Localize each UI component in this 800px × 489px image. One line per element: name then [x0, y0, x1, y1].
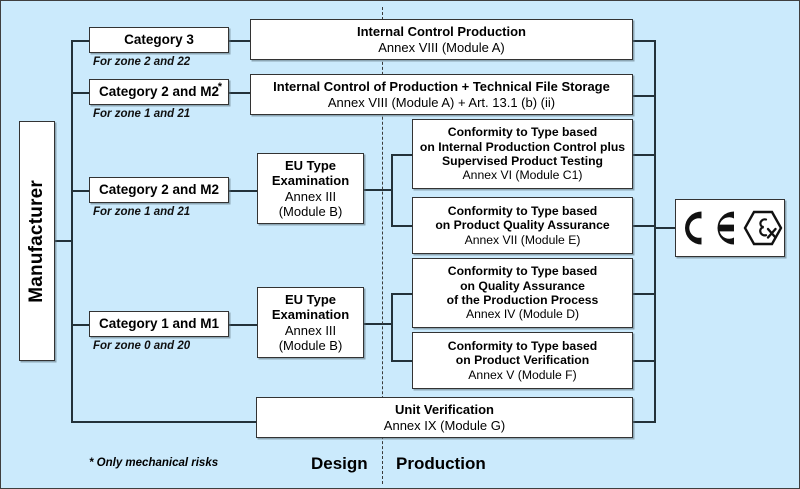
ce-mark-icon — [677, 208, 739, 248]
eu-type-line-1: EU Type — [284, 157, 337, 173]
conformity-line-1: Conformity to Type based — [447, 203, 598, 218]
connector-cat2m2b-to-eu-top — [229, 190, 258, 192]
connector-internal-control-to-bus — [632, 40, 656, 42]
connector-fork-to-conf-f — [391, 360, 413, 362]
conformity-line-2: on Internal Production Control plus — [419, 139, 626, 154]
conformity-line-2: on Product Quality Assurance — [435, 218, 610, 233]
eu-type-annex: Annex III — [284, 322, 337, 338]
eu-type-examination-box-upper[interactable]: EU Type Examination Annex III (Module B) — [257, 153, 364, 224]
module-box-unit-verification[interactable]: Unit Verification Annex IX (Module G) — [256, 397, 633, 438]
conformity-line-2: on Product Verification — [455, 353, 590, 368]
connector-eu-bottom-out — [363, 323, 391, 325]
category-zone-note: For zone 1 and 21 — [93, 108, 191, 120]
category-box-category-3[interactable]: Category 3 — [89, 27, 229, 53]
manufacturer-label: Manufacturer — [26, 179, 47, 303]
connector-conf-e-to-bus — [632, 225, 656, 227]
connector-manufacturer-out — [55, 240, 72, 242]
conformity-annex: Annex VII (Module E) — [464, 232, 581, 247]
connector-right-bus — [654, 40, 656, 422]
footnote-star-marker: * — [217, 81, 222, 93]
footnote-text: * Only mechanical risks — [89, 457, 219, 469]
connector-unit-verification-to-bus — [632, 421, 656, 423]
eu-type-line-2: Examination — [271, 307, 350, 323]
module-title: Internal Control Production — [357, 24, 526, 40]
eu-type-module: (Module B) — [278, 203, 343, 219]
connector-bus-to-cat2m2a — [71, 92, 90, 94]
eu-type-annex: Annex III — [284, 188, 337, 204]
category-zone-note: For zone 2 and 22 — [93, 56, 191, 68]
conformity-box-module-c1[interactable]: Conformity to Type based on Internal Pro… — [412, 119, 633, 189]
eu-type-module: (Module B) — [278, 337, 343, 353]
category-zone-note: For zone 1 and 21 — [93, 206, 191, 218]
connector-conf-c1-to-bus — [632, 154, 656, 156]
connector-left-bus — [71, 40, 73, 422]
connector-cat1m1-to-eu-bottom — [229, 324, 258, 326]
connector-fork-to-conf-e — [391, 225, 413, 227]
manufacturer-box[interactable]: Manufacturer — [19, 121, 55, 361]
module-title: Unit Verification — [395, 402, 494, 418]
conformity-line-1: Conformity to Type based — [447, 264, 598, 279]
category-zone-note: For zone 0 and 20 — [93, 340, 191, 352]
atex-ex-hexagon-icon — [743, 208, 783, 248]
module-annex: Annex IX (Module G) — [383, 417, 506, 433]
conformity-line-1: Conformity to Type based — [447, 125, 598, 140]
module-annex: Annex VIII (Module A) + Art. 13.1 (b) (i… — [327, 94, 556, 110]
connector-bus-to-cat1m1 — [71, 324, 90, 326]
connector-bus-to-cat3 — [71, 40, 90, 42]
category-label: Category 2 and M2 — [98, 84, 220, 100]
conformity-box-module-d[interactable]: Conformity to Type based on Quality Assu… — [412, 258, 633, 328]
connector-cat2m2a-to-internal-control-tech — [229, 92, 251, 94]
module-box-internal-control-production[interactable]: Internal Control Production Annex VIII (… — [250, 19, 633, 60]
connector-bus-to-unit-verification — [71, 421, 257, 423]
connector-internal-control-tech-to-bus — [632, 95, 656, 97]
module-box-internal-control-technical-file[interactable]: Internal Control of Production + Technic… — [250, 74, 633, 115]
connector-fork-to-conf-d — [391, 293, 413, 295]
module-title: Internal Control of Production + Technic… — [273, 79, 610, 95]
connector-bus-to-ce-mark — [654, 227, 677, 229]
connector-eu-top-fork — [391, 154, 393, 225]
conformity-box-module-f[interactable]: Conformity to Type based on Product Veri… — [412, 332, 633, 389]
category-label: Category 1 and M1 — [98, 316, 220, 332]
ce-ex-marking-box[interactable] — [675, 199, 785, 257]
conformity-line-3: of the Production Process — [446, 293, 599, 307]
connector-cat3-to-internal-control — [229, 40, 251, 42]
connector-bus-to-cat2m2b — [71, 190, 90, 192]
design-phase-label: Design — [311, 454, 368, 473]
category-label: Category 2 and M2 — [98, 182, 220, 198]
design-production-divider — [382, 7, 383, 484]
connector-conf-d-to-bus — [632, 293, 656, 295]
conformity-line-1: Conformity to Type based — [447, 338, 598, 353]
conformity-annex: Annex V (Module F) — [468, 367, 577, 382]
connector-eu-bottom-fork — [391, 293, 393, 361]
connector-fork-to-conf-c1 — [391, 154, 413, 156]
category-box-category-2-m2-lower[interactable]: Category 2 and M2 — [89, 177, 229, 203]
category-box-category-2-m2-upper[interactable]: Category 2 and M2 * — [89, 79, 229, 105]
conformity-annex: Annex IV (Module D) — [465, 307, 580, 322]
category-box-category-1-m1[interactable]: Category 1 and M1 — [89, 311, 229, 337]
category-label: Category 3 — [124, 32, 194, 48]
conformity-line-2: on Quality Assurance — [460, 278, 585, 293]
eu-type-examination-box-lower[interactable]: EU Type Examination Annex III (Module B) — [257, 287, 364, 358]
eu-type-line-1: EU Type — [284, 291, 337, 307]
conformity-line-3: Supervised Product Testing — [442, 154, 603, 168]
connector-eu-top-out — [363, 189, 391, 191]
production-phase-label: Production — [396, 454, 486, 473]
module-annex: Annex VIII (Module A) — [378, 39, 505, 55]
conformity-box-module-e[interactable]: Conformity to Type based on Product Qual… — [412, 197, 633, 254]
eu-type-line-2: Examination — [271, 173, 350, 189]
connector-conf-f-to-bus — [632, 360, 656, 362]
conformity-annex: Annex VI (Module C1) — [462, 168, 583, 183]
